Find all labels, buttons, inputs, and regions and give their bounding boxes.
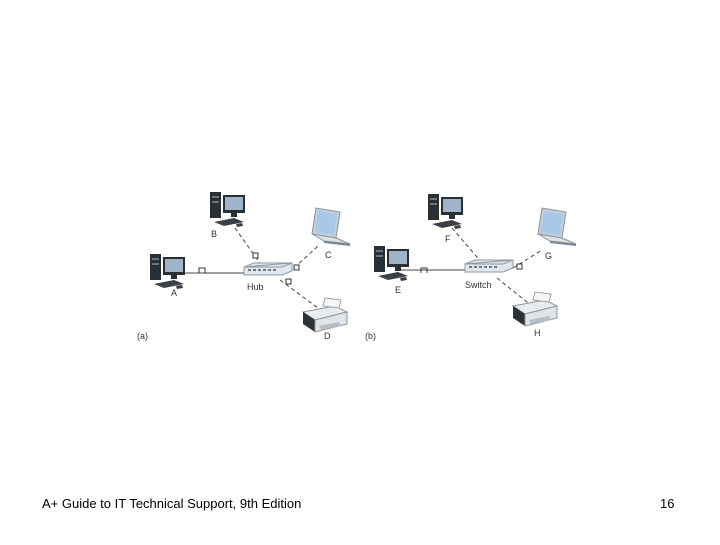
laptop-icon [537,207,577,247]
network-hub-icon [243,262,293,276]
desktop-computer-icon [150,254,185,289]
footer-title: A+ Guide to IT Technical Support, 9th Ed… [42,496,302,511]
desktop-computer-icon [374,246,409,281]
node-label-h: H [534,328,541,338]
node-label-e: E [395,285,401,295]
node-label-b: B [211,229,217,239]
desktop-computer-icon [210,192,245,227]
node-label-d: D [324,331,331,341]
data-packet-icon [516,263,523,270]
node-label-g: G [545,251,552,261]
printer-icon [512,291,558,327]
desktop-computer-icon [428,194,463,229]
node-label-a: A [171,288,177,298]
page-number: 16 [660,496,675,511]
switch-label: Switch [465,280,492,290]
link-c-hub [293,245,319,269]
node-label-c: C [325,250,332,260]
link-b-hub [234,227,263,267]
data-packet-icon [198,267,206,273]
network-switch-icon [464,259,514,273]
data-packet-icon [420,267,428,273]
diagram-caption-b: (b) [365,331,376,341]
data-packet-icon [252,252,259,259]
link-g-switch [512,249,543,269]
diagram-caption-a: (a) [137,331,148,341]
link-h-switch [496,277,533,307]
hub-diagram: B A C D Hub (a) [137,192,351,341]
laptop-icon [311,207,351,247]
hub-label: Hub [247,282,264,292]
switch-diagram: F E G H Switch (b) [365,194,577,341]
link-f-switch [451,227,484,265]
data-packet-icon [285,278,292,285]
link-d-hub [279,279,319,309]
node-label-f: F [445,234,451,244]
data-packet-icon [293,264,300,271]
printer-icon [302,297,348,333]
